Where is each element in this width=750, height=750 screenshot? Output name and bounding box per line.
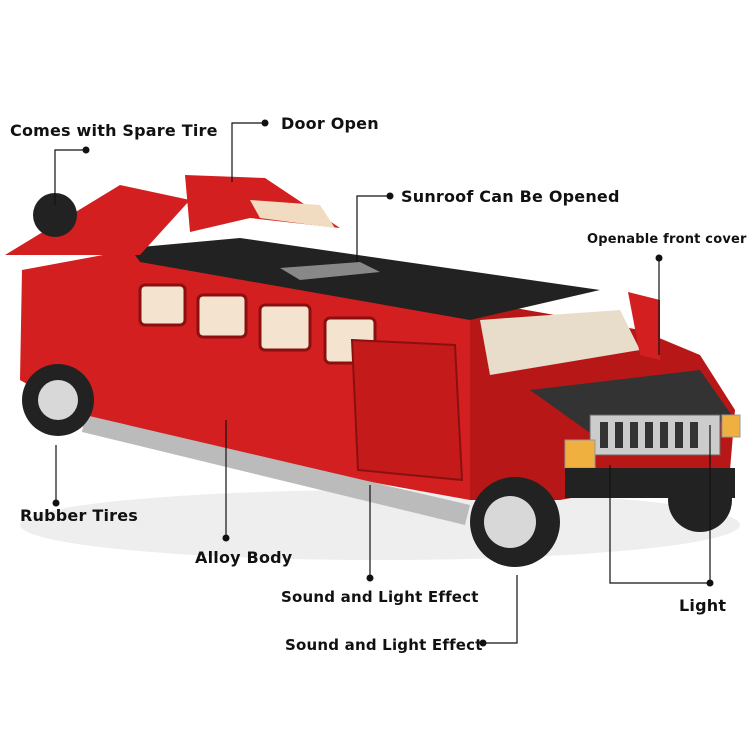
callout-lines	[54, 122, 711, 644]
callout-dots	[52, 119, 714, 647]
car-body	[5, 175, 741, 525]
label-sound-light-effect: Sound and Light Effect	[281, 588, 479, 606]
wheels	[22, 193, 732, 567]
label-rubber-tires: Rubber Tires	[20, 506, 138, 525]
label-spare-tire: Comes with Spare Tire	[10, 121, 218, 140]
label-door-open: Door Open	[281, 114, 379, 133]
label-sound-light-effect-2: Sound and Light Effect	[285, 636, 483, 654]
label-front-cover: Openable front cover	[587, 232, 747, 247]
label-alloy-body: Alloy Body	[195, 548, 293, 567]
label-light: Light	[679, 596, 727, 615]
label-sunroof: Sunroof Can Be Opened	[401, 187, 620, 206]
